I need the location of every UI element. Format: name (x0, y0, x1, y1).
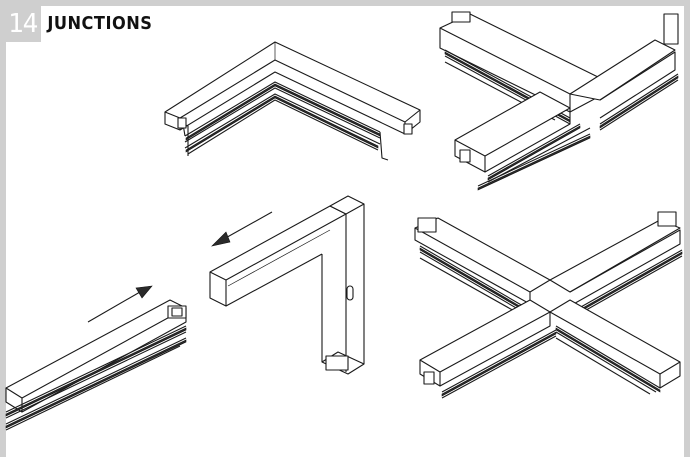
section-header: 14 JUNCTIONS (6, 6, 152, 42)
t-junction-icon (439, 11, 679, 191)
l-junction-icon (164, 41, 421, 161)
section-number: 14 (6, 6, 42, 42)
section-title: JUNCTIONS (47, 13, 153, 34)
cross-junction-icon (414, 211, 683, 399)
assembly-arrows-icon (5, 195, 365, 431)
